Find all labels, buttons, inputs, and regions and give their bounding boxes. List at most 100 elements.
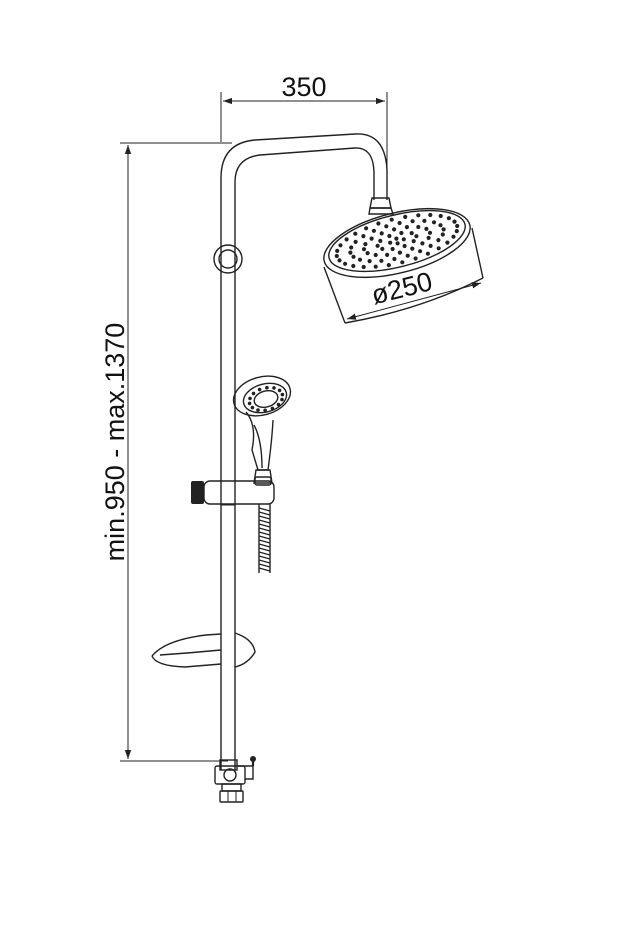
- nozzle-dot: [394, 236, 399, 241]
- nozzle-dot: [376, 221, 381, 226]
- nozzle-dot: [344, 237, 349, 242]
- hand-nozzle-dot: [256, 408, 260, 412]
- nozzle-dot: [409, 231, 414, 236]
- hose-coil: [258, 551, 271, 556]
- nozzle-dot: [357, 257, 363, 262]
- nozzle-dot: [446, 216, 451, 221]
- hose-coil: [258, 507, 271, 512]
- nozzle-dot: [385, 252, 390, 257]
- nozzle-dot: [402, 243, 407, 249]
- nozzle-dot: [397, 220, 402, 226]
- nozzle-dot: [451, 234, 456, 239]
- nozzle-dot: [337, 258, 342, 263]
- nozzle-dot: [367, 259, 372, 264]
- hand-nozzle-dot: [270, 406, 275, 411]
- hand-nozzle-dot: [250, 405, 255, 410]
- nozzle-dot: [436, 238, 441, 243]
- nozzle-dot: [413, 256, 418, 261]
- nozzle-dot: [343, 261, 348, 266]
- arm-length-dimension: 350: [220, 72, 388, 180]
- nozzle-dot: [416, 213, 421, 218]
- nozzle-dot: [364, 226, 369, 231]
- nozzle-dot: [375, 243, 380, 248]
- hand-nozzle-dot: [280, 397, 284, 402]
- nozzle-dot: [426, 235, 431, 240]
- nozzle-dot: [401, 237, 406, 242]
- hose-coil: [258, 531, 271, 536]
- nozzle-dot: [348, 250, 353, 255]
- nozzle-dot: [390, 246, 395, 252]
- nozzle-dot: [351, 254, 356, 259]
- nozzle-dot: [399, 230, 404, 236]
- nozzle-dot: [392, 256, 397, 262]
- nozzle-dot: [411, 239, 416, 244]
- hose-coil: [258, 527, 271, 532]
- nozzle-dot: [418, 249, 423, 254]
- nozzle-dot: [349, 245, 354, 250]
- slider-holder: [191, 476, 275, 505]
- nozzle-dot: [425, 251, 430, 256]
- hand-shower-nozzles: [247, 385, 285, 413]
- nozzle-dot: [392, 227, 397, 232]
- nozzle-dot: [353, 231, 358, 236]
- nozzle-dot: [397, 250, 402, 255]
- diameter-dimension-line: [346, 282, 482, 320]
- nozzle-dot: [373, 252, 378, 258]
- wall-bracket-ring: [213, 244, 243, 274]
- shower-head: [323, 197, 484, 324]
- nozzle-dot: [365, 251, 370, 256]
- nozzle-dot: [371, 228, 376, 233]
- soap-dish: [151, 632, 256, 668]
- nozzle-dot: [431, 220, 437, 225]
- hand-nozzle-dot: [263, 408, 267, 413]
- hand-nozzle-dot: [276, 402, 281, 407]
- nozzle-dot: [416, 224, 421, 230]
- riser-pipe: [220, 133, 388, 770]
- hose-coils: [258, 507, 271, 572]
- nozzle-dot: [334, 253, 339, 259]
- hand-nozzle-dot: [265, 385, 269, 390]
- nozzle-dot: [427, 230, 433, 235]
- nozzle-dot: [410, 219, 415, 224]
- nozzle-dot: [428, 243, 433, 248]
- hose-coil: [258, 559, 271, 564]
- nozzle-dot: [380, 246, 385, 251]
- nozzle-dot: [338, 243, 343, 248]
- hand-nozzle-dot: [277, 388, 282, 393]
- hose-coil: [258, 543, 271, 548]
- nozzle-dot: [363, 242, 368, 247]
- hand-nozzle-dot: [280, 392, 285, 397]
- nozzle-dot: [335, 248, 340, 253]
- nozzle-dot: [414, 234, 419, 239]
- height-dimension: min.950 - max.1370: [100, 142, 232, 762]
- head-diameter-dimension: ø250: [346, 266, 482, 320]
- hose-coil: [258, 539, 271, 544]
- nozzle-dot: [403, 214, 408, 219]
- flexible-hose: [258, 504, 271, 573]
- nozzle-dot: [373, 264, 378, 269]
- nozzle-dot: [386, 263, 391, 268]
- nozzle-dot: [422, 218, 427, 223]
- nozzle-dot: [440, 232, 445, 237]
- nozzle-dot: [379, 231, 384, 236]
- nozzle-dot: [369, 236, 374, 241]
- diverter-valve: [214, 756, 256, 803]
- nozzle-dot: [438, 213, 443, 219]
- nozzle-dot: [420, 241, 425, 246]
- hose-coil: [258, 563, 271, 568]
- nozzle-dot: [438, 223, 443, 228]
- nozzle-dot: [424, 226, 429, 231]
- hand-nozzle-dot: [251, 391, 256, 396]
- hose-coil: [258, 523, 271, 528]
- nozzle-dot: [428, 212, 433, 218]
- nozzle-dot: [389, 217, 394, 222]
- shower-head-nozzles: [334, 212, 460, 270]
- nozzle-dot: [405, 253, 410, 258]
- nozzle-dot: [454, 229, 459, 234]
- nozzle-dot: [452, 219, 457, 224]
- hose-coil: [258, 547, 271, 552]
- nozzle-dot: [361, 264, 366, 270]
- hose-coil: [258, 535, 271, 540]
- head-diameter-label: ø250: [368, 266, 435, 310]
- hand-nozzle-dot: [247, 401, 252, 406]
